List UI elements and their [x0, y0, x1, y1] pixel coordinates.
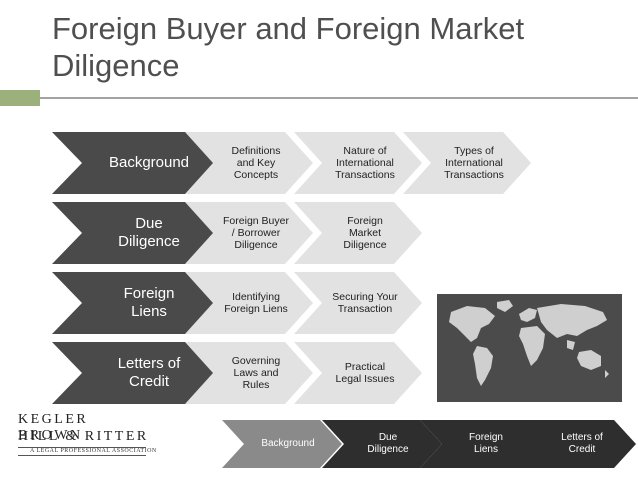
item-label: Definitions and Key Concepts: [231, 145, 281, 181]
row-label: Background: [108, 154, 190, 171]
nav-label: Foreign Liens: [469, 432, 503, 455]
nav-label: Letters of Credit: [561, 432, 603, 455]
nav-label: Due Diligence: [367, 432, 409, 455]
logo-rule-bottom: [18, 455, 146, 456]
row-due-diligence-chevron: Due Diligence: [52, 202, 232, 264]
row-background-item-2: Nature of International Transactions: [294, 132, 422, 194]
row-foreign-liens-chevron: Foreign Liens: [52, 272, 232, 334]
logo-line-1: KEGLER BROWN: [18, 412, 89, 443]
nav-due-diligence[interactable]: Due Diligence: [322, 420, 442, 468]
logo-tagline: A LEGAL PROFESSIONAL ASSOCIATION: [30, 448, 157, 454]
row-background-item-1: Definitions and Key Concepts: [185, 132, 313, 194]
firm-logo: KEGLER BROWN HILL & RITTER A LEGAL PROFE…: [10, 412, 156, 470]
row-background-item-3: Types of International Transactions: [403, 132, 531, 194]
row-due-diligence-item-1: Foreign Buyer / Borrower Diligence: [185, 202, 313, 264]
item-label: Nature of International Transactions: [335, 145, 395, 181]
row-letters-of-credit-item-1: Governing Laws and Rules: [185, 342, 313, 404]
item-label: Governing Laws and Rules: [231, 355, 281, 391]
accent-bar: [0, 90, 40, 106]
row-label: Due Diligence: [118, 215, 180, 250]
logo-rule-top: [18, 447, 146, 448]
nav-background[interactable]: Background: [222, 420, 342, 468]
row-background-chevron: Background: [52, 132, 232, 194]
item-label: Foreign Market Diligence: [343, 215, 387, 251]
row-letters-of-credit-item-2: Practical Legal Issues: [294, 342, 422, 404]
logo-line-2: HILL & RITTER: [18, 429, 149, 444]
item-label: Types of International Transactions: [444, 145, 504, 181]
row-label: Letters of Credit: [117, 355, 181, 390]
item-label: Practical Legal Issues: [335, 361, 395, 385]
row-due-diligence-item-2: Foreign Market Diligence: [294, 202, 422, 264]
nav-letters-of-credit[interactable]: Letters of Credit: [516, 420, 636, 468]
item-label: Identifying Foreign Liens: [224, 291, 288, 315]
row-foreign-liens-item-2: Securing Your Transaction: [294, 272, 422, 334]
row-letters-of-credit-chevron: Letters of Credit: [52, 342, 232, 404]
title-divider: [40, 97, 638, 99]
nav-label: Background: [261, 438, 315, 449]
world-map-icon: [437, 294, 622, 402]
item-label: Foreign Buyer / Borrower Diligence: [223, 215, 289, 251]
slide-title: Foreign Buyer and Foreign Market Diligen…: [52, 11, 525, 83]
nav-foreign-liens[interactable]: Foreign Liens: [420, 420, 540, 468]
item-label: Securing Your Transaction: [332, 291, 398, 315]
row-foreign-liens-item-1: Identifying Foreign Liens: [185, 272, 313, 334]
row-label: Foreign Liens: [123, 285, 175, 320]
